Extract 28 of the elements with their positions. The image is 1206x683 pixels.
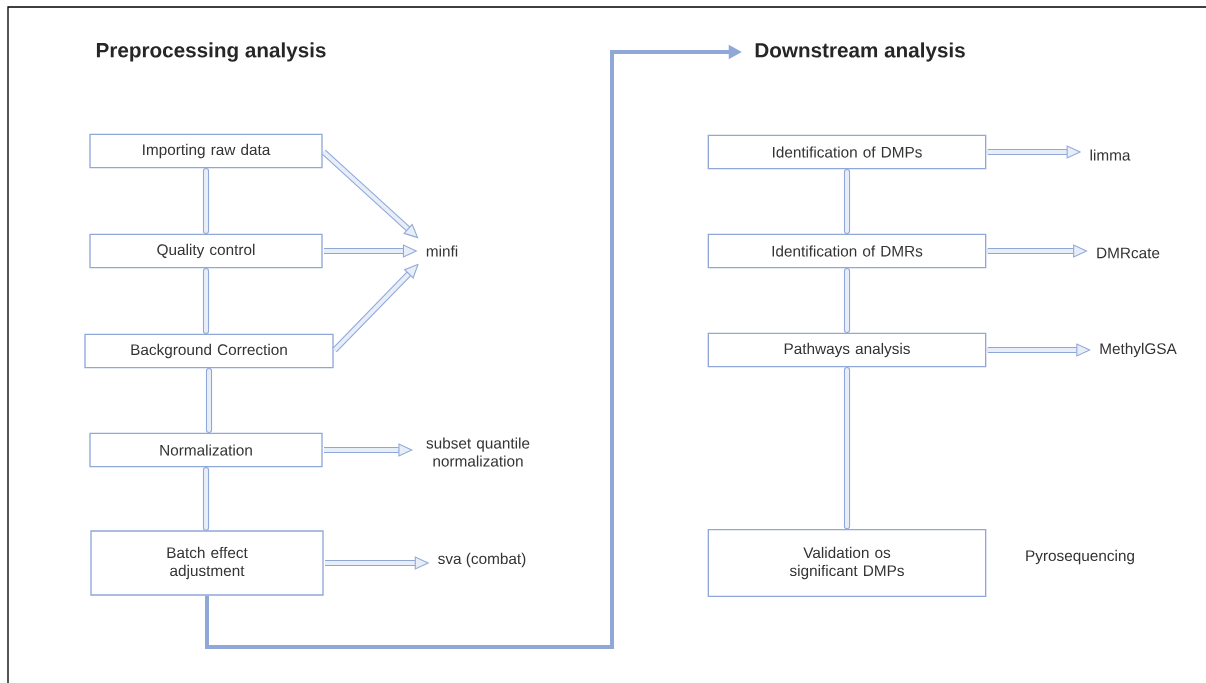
tool-label: subset quantile normalization bbox=[426, 437, 530, 467]
process-box: Background Correction bbox=[84, 333, 334, 369]
process-box: Identification of DMRs bbox=[707, 233, 987, 269]
process-box: Validation os significant DMPs bbox=[707, 529, 987, 597]
process-box: Importing raw data bbox=[89, 133, 323, 169]
process-box: Normalization bbox=[89, 432, 323, 468]
process-box: Pathways analysis bbox=[707, 332, 987, 368]
process-box: Batch effect adjustment bbox=[90, 530, 324, 596]
connector-bar bbox=[205, 367, 213, 434]
connector-bar bbox=[843, 168, 851, 235]
tool-label: MethylGSA bbox=[1100, 342, 1177, 358]
section-heading: Preprocessing analysis bbox=[96, 42, 326, 62]
process-box: Identification of DMPs bbox=[707, 134, 987, 170]
section-heading: Downstream analysis bbox=[755, 42, 965, 62]
tool-label: limma bbox=[1090, 149, 1131, 161]
process-box: Quality control bbox=[89, 233, 323, 269]
connector-bar bbox=[202, 167, 210, 235]
connector-bar bbox=[843, 366, 851, 530]
connector-bar bbox=[202, 466, 210, 531]
arrow bbox=[987, 343, 1091, 357]
tool-label: sva (combat) bbox=[438, 552, 526, 568]
tool-label: minfi bbox=[426, 245, 458, 257]
arrow bbox=[987, 244, 1088, 258]
connector-bar bbox=[843, 267, 851, 334]
arrow bbox=[321, 149, 419, 239]
tool-label: DMRcate bbox=[1097, 247, 1160, 259]
side-note: Pyrosequencing bbox=[1026, 549, 1134, 565]
connector-bar bbox=[202, 267, 210, 335]
